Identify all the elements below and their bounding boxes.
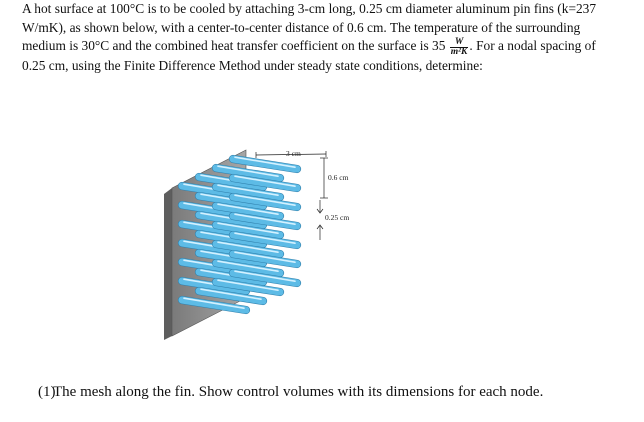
- pin-fin: [228, 230, 302, 250]
- pin-fin: [211, 201, 285, 221]
- pin-fin: [177, 295, 251, 315]
- fin-array: [177, 154, 302, 315]
- pin-fin: [211, 220, 285, 240]
- question-number: (1): [38, 384, 56, 400]
- problem-statement: A hot surface at 100°C is to be cooled b…: [22, 0, 618, 75]
- length-dimension: [255, 151, 327, 158]
- spacing-dimension: [320, 157, 328, 199]
- pin-fin-figure: 3 cm 0.6 cm 0.25 cm: [164, 149, 349, 340]
- pin-fin: [211, 277, 285, 297]
- pin-fin: [211, 163, 285, 183]
- pin-fin: [211, 239, 285, 259]
- diameter-label: 0.25 cm: [325, 213, 349, 222]
- pin-fin: [228, 192, 302, 212]
- pin-fin: [194, 286, 268, 306]
- pin-fin: [228, 249, 302, 269]
- unit-denominator: m²K: [450, 46, 468, 57]
- pin-fin: [211, 182, 285, 202]
- length-label: 3 cm: [286, 149, 301, 158]
- base-plate-side: [164, 188, 172, 340]
- unit-numerator: W: [449, 37, 469, 48]
- question-1: (1)The mesh along the fin. Show control …: [38, 382, 613, 402]
- pin-fin: [211, 258, 285, 278]
- diameter-dimension: [316, 200, 324, 240]
- spacing-label: 0.6 cm: [328, 173, 349, 182]
- pin-fin: [228, 154, 302, 174]
- pin-fin: [228, 268, 302, 288]
- question-text: The mesh along the fin. Show control vol…: [53, 384, 544, 400]
- pin-fin: [228, 173, 302, 193]
- problem-text-part-1: A hot surface at 100°C is to be cooled b…: [22, 1, 597, 54]
- problem-text-part-2: . For a nodal spacing of 0.25 cm, using …: [22, 38, 596, 73]
- pin-fin: [228, 211, 302, 231]
